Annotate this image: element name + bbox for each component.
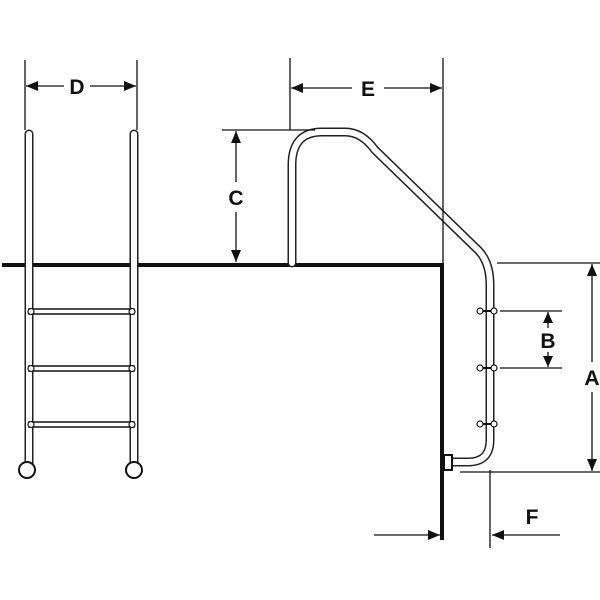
arrow-right-icon <box>428 530 440 540</box>
arrow-down-icon <box>587 459 597 471</box>
pool-edge <box>2 263 444 540</box>
dimension-e: E <box>289 58 444 263</box>
arrow-up-icon <box>231 131 241 143</box>
wall-bracket <box>443 454 453 471</box>
label-e: E <box>361 78 375 101</box>
arrow-down-icon <box>231 250 241 262</box>
arrow-right-icon <box>430 83 442 93</box>
dimension-a: A <box>460 262 600 473</box>
side-step <box>476 364 498 372</box>
arrow-right-icon <box>124 81 136 91</box>
arrow-left-icon <box>291 83 303 93</box>
dimension-f: F <box>374 470 560 548</box>
arrow-left-icon <box>492 530 504 540</box>
step <box>27 307 136 316</box>
arrow-up-icon <box>543 312 553 323</box>
dimension-d: D <box>24 60 138 130</box>
dimension-c: C <box>222 129 315 262</box>
arrow-down-icon <box>543 356 553 367</box>
step <box>27 364 136 373</box>
label-c: C <box>228 187 243 210</box>
arrow-left-icon <box>26 81 38 91</box>
step <box>27 420 136 429</box>
label-b: B <box>540 330 555 353</box>
left-foot <box>18 461 36 479</box>
label-a: A <box>584 367 599 390</box>
ladder-front-view <box>18 129 143 479</box>
handrail <box>287 127 495 467</box>
label-f: F <box>526 506 539 529</box>
arrow-up-icon <box>587 264 597 276</box>
ladder-side-view <box>287 127 498 471</box>
dimension-b: B <box>500 310 562 369</box>
side-step <box>476 420 498 428</box>
right-foot <box>125 461 143 479</box>
side-step <box>476 307 498 315</box>
label-d: D <box>69 76 84 99</box>
